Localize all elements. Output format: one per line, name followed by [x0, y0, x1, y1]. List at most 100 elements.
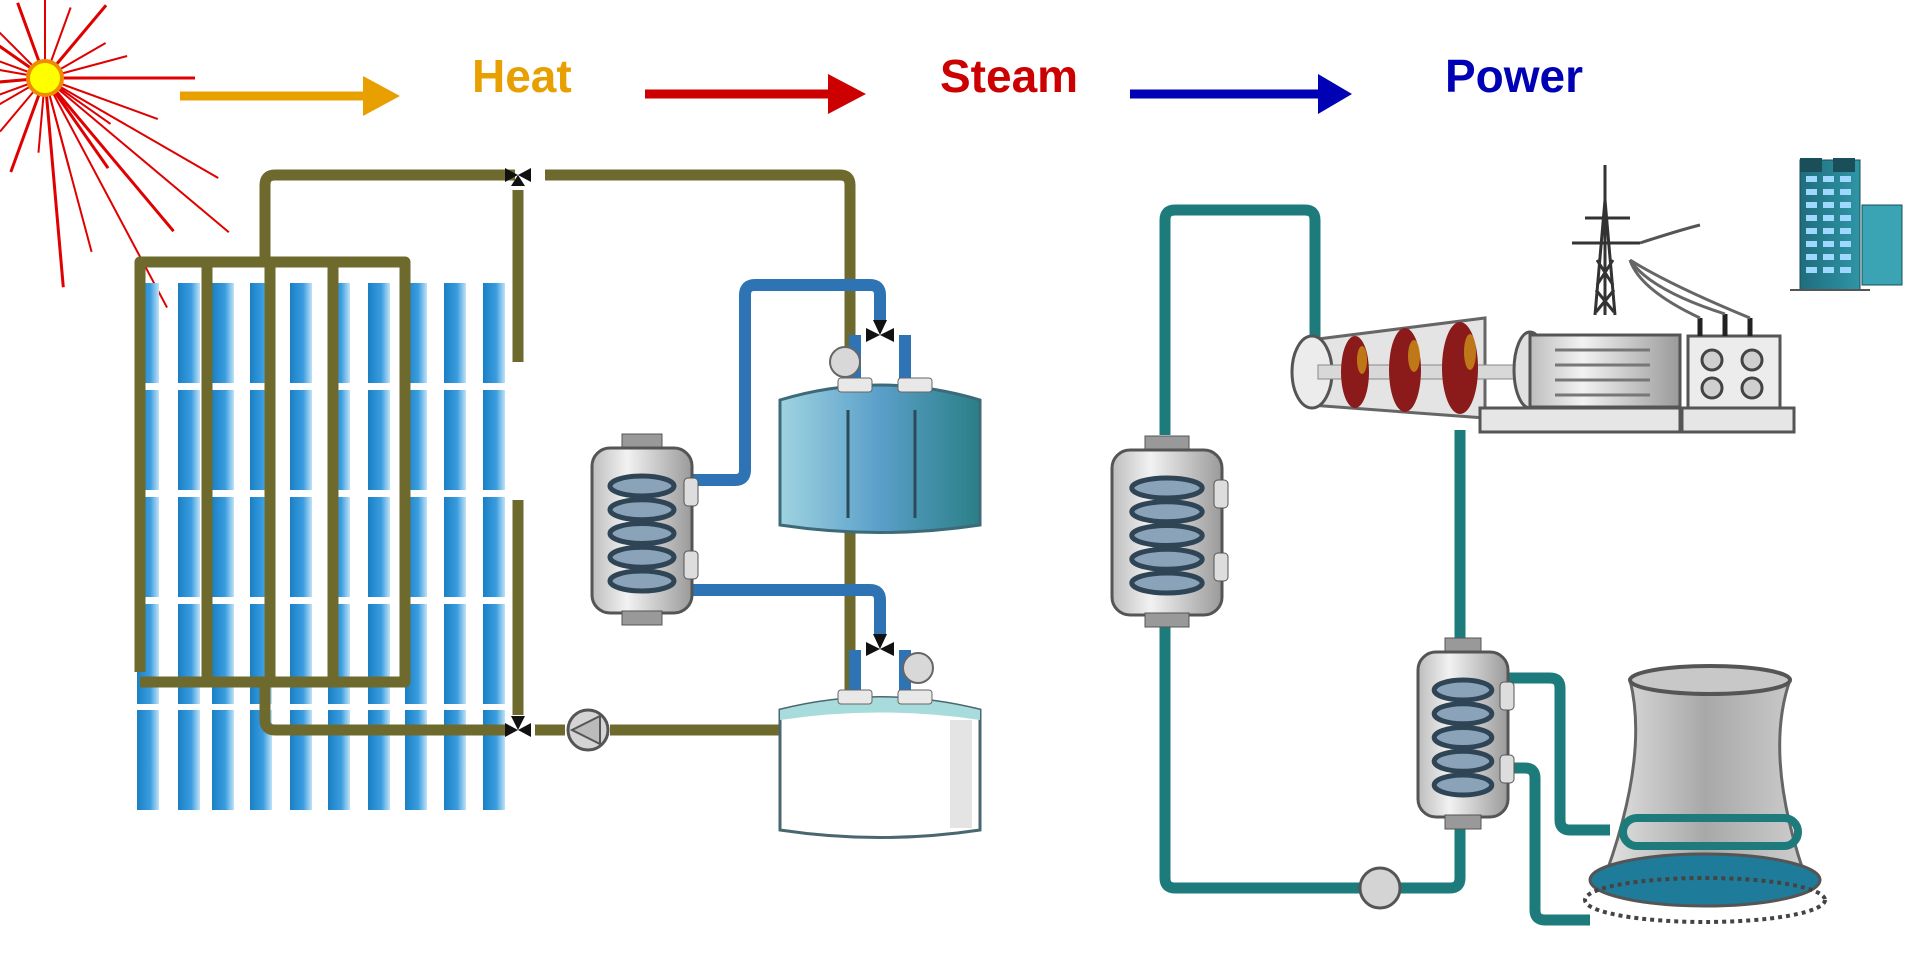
- hx-coil: [607, 568, 677, 594]
- building-roof: [1800, 158, 1822, 172]
- heat-arrow: [180, 76, 400, 116]
- hx-coil: [1431, 677, 1495, 703]
- hx-coil: [1129, 570, 1205, 596]
- collector-panel: [178, 390, 200, 490]
- building-window: [1840, 267, 1851, 273]
- building-window: [1823, 215, 1834, 221]
- collector-panel: [212, 283, 234, 383]
- hx-port-upper: [1213, 479, 1229, 509]
- hx-nozzle-bottom: [1444, 814, 1482, 830]
- collector-panel: [368, 497, 390, 597]
- collector-panel: [178, 604, 200, 704]
- water-loop-pipe: [1159, 204, 1610, 926]
- collector-panel: [178, 710, 200, 810]
- hx-nozzle-bottom: [621, 610, 663, 626]
- building-window: [1806, 241, 1817, 247]
- building-window: [1840, 215, 1851, 221]
- hx-coil: [1431, 748, 1495, 774]
- building-window: [1840, 241, 1851, 247]
- collector-panel: [290, 497, 312, 597]
- building-window: [1840, 228, 1851, 234]
- transmission-tower: [1572, 165, 1751, 320]
- building-annex: [1861, 204, 1903, 286]
- collector-panel: [212, 497, 234, 597]
- collector-panel: [368, 390, 390, 490]
- storage-pump-hot: [829, 346, 861, 378]
- collector-panel: [212, 710, 234, 810]
- building-window: [1806, 176, 1817, 182]
- building-window: [1823, 228, 1834, 234]
- building-window: [1806, 228, 1817, 234]
- sun-ray: [44, 77, 219, 179]
- building-window: [1840, 254, 1851, 260]
- collector-panel: [212, 604, 234, 704]
- building-window: [1823, 254, 1834, 260]
- hx-coil: [607, 497, 677, 523]
- hx-port-lower: [1499, 754, 1515, 784]
- storage-valve-hot: [866, 320, 894, 342]
- power-label: Power: [1445, 50, 1583, 102]
- building-window: [1806, 215, 1817, 221]
- collector-panel: [483, 604, 505, 704]
- building-window: [1823, 267, 1834, 273]
- building-window: [1840, 202, 1851, 208]
- collector-panel: [483, 283, 505, 383]
- collector-panel: [178, 283, 200, 383]
- hx-port-lower: [683, 550, 699, 580]
- heat-label: Heat: [472, 50, 572, 102]
- collector-panel: [250, 710, 272, 810]
- sun-core: [26, 59, 64, 97]
- building-window: [1840, 176, 1851, 182]
- hot-storage-tank: [778, 377, 982, 534]
- hx-port-lower: [1213, 552, 1229, 582]
- transformer: [1680, 314, 1796, 434]
- steam-generator: [1110, 435, 1229, 628]
- hx-coil: [1129, 523, 1205, 548]
- htf-pump: [566, 708, 610, 752]
- sun-ray: [44, 77, 230, 234]
- heat-exchanger: [590, 433, 699, 626]
- htf-valve-top: [505, 168, 531, 186]
- collector-panel: [483, 390, 505, 490]
- collector-panel: [137, 710, 159, 810]
- htf-valve-bottom: [505, 716, 531, 737]
- collector-panel: [483, 497, 505, 597]
- hx-nozzle-bottom: [1144, 612, 1190, 628]
- hx-port-upper: [683, 477, 699, 507]
- hx-coil: [607, 544, 677, 570]
- feedwater-pump: [1358, 866, 1402, 910]
- collector-panel: [368, 604, 390, 704]
- building-window: [1823, 189, 1834, 195]
- collector-panel: [290, 283, 312, 383]
- building-window: [1806, 267, 1817, 273]
- building-window: [1806, 254, 1817, 260]
- hx-coil: [1431, 725, 1495, 750]
- power-arrow: [1130, 74, 1352, 114]
- condenser: [1416, 637, 1515, 830]
- steam-label: Steam: [940, 50, 1078, 102]
- hx-port-upper: [1499, 681, 1515, 711]
- storage-pump-cold: [902, 652, 934, 684]
- hx-coil: [607, 521, 677, 546]
- building-window: [1806, 202, 1817, 208]
- hx-coil: [1129, 499, 1205, 525]
- building-window: [1806, 189, 1817, 195]
- hx-coil: [1129, 546, 1205, 572]
- collector-panel: [178, 497, 200, 597]
- building-roof: [1833, 158, 1855, 172]
- sun-icon: [0, 0, 230, 309]
- sun-ray: [43, 77, 65, 288]
- sun-ray: [44, 77, 93, 253]
- collector-panel: [290, 604, 312, 704]
- electric-generator: [1478, 330, 1682, 434]
- collector-panel: [368, 283, 390, 383]
- hx-coil: [1129, 475, 1205, 501]
- building-window: [1840, 189, 1851, 195]
- collector-panel: [290, 390, 312, 490]
- collector-panel: [444, 283, 466, 383]
- hx-coil: [1431, 772, 1495, 798]
- storage-valve-cold: [866, 634, 894, 656]
- building-window: [1823, 241, 1834, 247]
- cooling-tower: [1583, 664, 1827, 924]
